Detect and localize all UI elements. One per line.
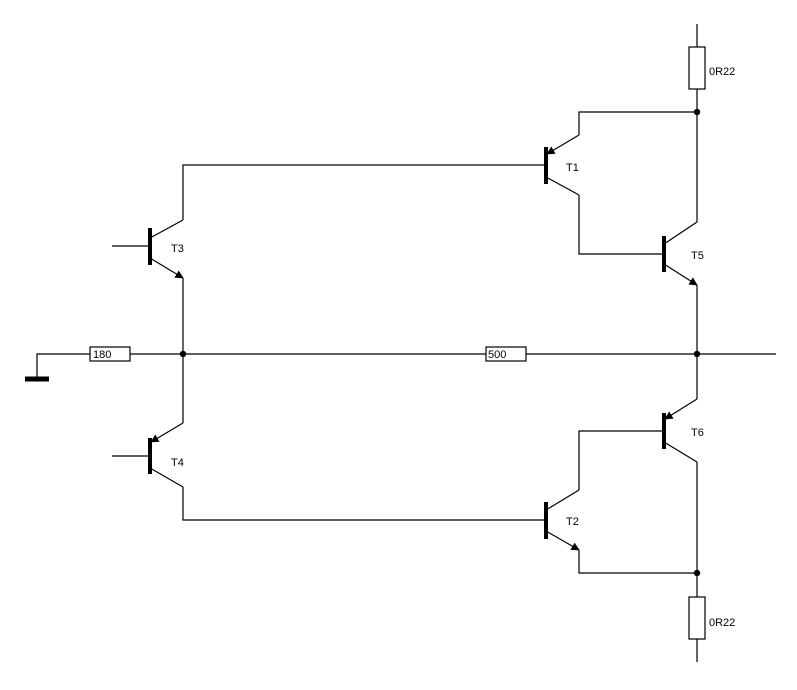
transistor-t5-label: T5 bbox=[691, 250, 704, 262]
resistor-0r22-top: 0R22 bbox=[688, 24, 735, 112]
junction-dot bbox=[693, 569, 701, 577]
wiring bbox=[112, 111, 698, 574]
junction-dot bbox=[179, 350, 187, 358]
transistor-t6-label: T6 bbox=[691, 427, 704, 439]
transistor-t1-label: T1 bbox=[566, 162, 579, 174]
junction-dot bbox=[693, 350, 701, 358]
resistor-180-label: 180 bbox=[93, 349, 111, 361]
resistor-500-label: 500 bbox=[488, 349, 506, 361]
resistor-180: 180 bbox=[89, 346, 131, 362]
transistor-t6: T6 bbox=[662, 398, 704, 463]
transistor-t1: T1 bbox=[544, 134, 580, 196]
transistor-t5: T5 bbox=[662, 221, 704, 286]
junction-dot bbox=[693, 108, 701, 116]
transistor-t3: T3 bbox=[148, 219, 184, 279]
transistor-t4: T4 bbox=[148, 422, 184, 488]
resistor-500: 500 bbox=[485, 346, 527, 362]
output-bus bbox=[36, 353, 776, 378]
transistor-t3-label: T3 bbox=[171, 243, 184, 255]
transistor-t2-label: T2 bbox=[566, 516, 579, 528]
transistor-t2: T2 bbox=[544, 489, 580, 551]
resistor-0r22-top-label: 0R22 bbox=[709, 66, 735, 78]
resistor-0r22-bottom-label: 0R22 bbox=[709, 617, 735, 629]
resistor-0r22-bottom: 0R22 bbox=[688, 573, 735, 662]
junction-dots bbox=[179, 108, 701, 577]
transistor-t4-label: T4 bbox=[171, 457, 184, 469]
